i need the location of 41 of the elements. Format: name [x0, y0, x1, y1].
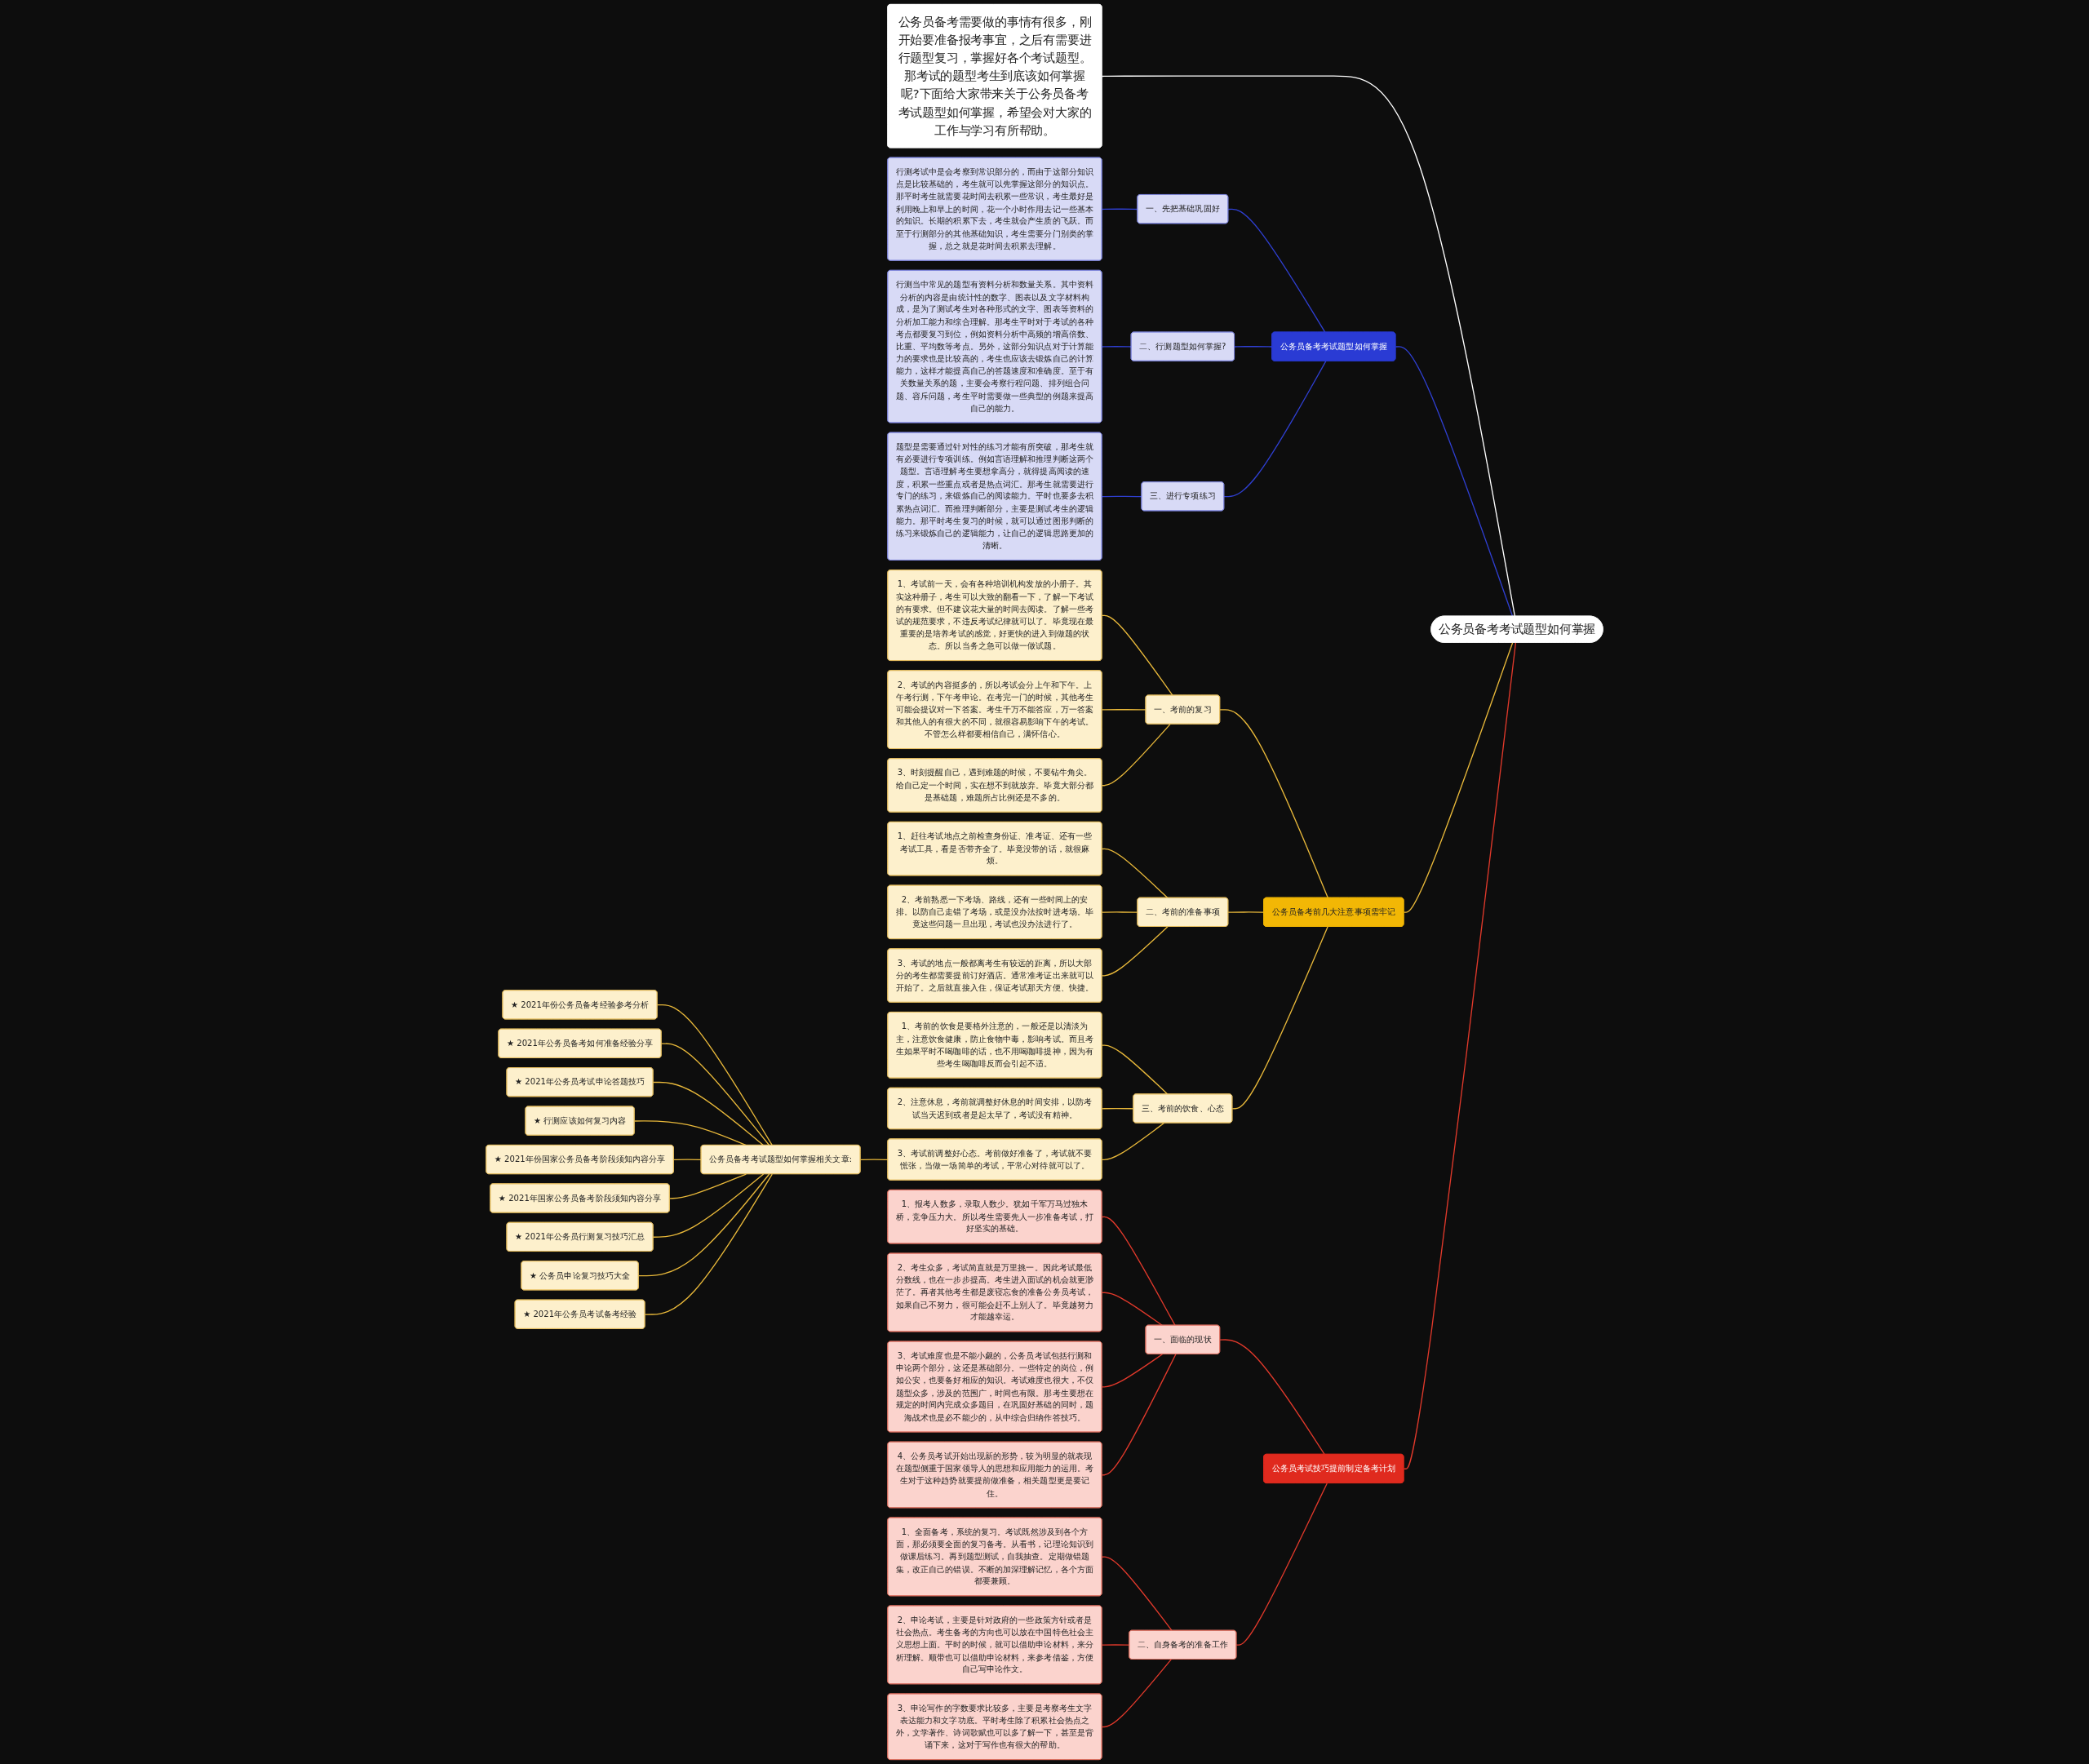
connector	[1101, 614, 1173, 696]
connector	[1101, 1354, 1177, 1476]
connector	[637, 1173, 770, 1277]
connector	[644, 1173, 773, 1315]
connector	[652, 1081, 765, 1146]
connector	[1101, 75, 1516, 618]
connector	[1227, 911, 1265, 913]
connector	[1101, 723, 1171, 787]
connector	[1234, 346, 1273, 348]
connector	[1223, 360, 1327, 498]
connector	[1101, 1107, 1134, 1110]
connector	[1235, 1483, 1328, 1646]
connector	[1101, 1354, 1164, 1388]
connector	[859, 1159, 889, 1161]
connector	[1403, 642, 1514, 913]
connector	[1101, 709, 1147, 711]
connector	[673, 1159, 703, 1161]
connector	[1231, 926, 1328, 1110]
connector	[1101, 1044, 1169, 1095]
connector	[1101, 1556, 1173, 1632]
connector	[1101, 346, 1133, 348]
connector	[1101, 208, 1138, 211]
connector	[633, 1120, 747, 1146]
connector	[652, 1173, 765, 1238]
connector	[1101, 1659, 1172, 1728]
connector	[1101, 1644, 1130, 1646]
connector	[660, 1043, 770, 1146]
connector	[669, 1173, 747, 1199]
connector	[1403, 642, 1517, 1469]
connector	[1101, 1122, 1165, 1161]
connector	[1101, 495, 1142, 498]
connector	[656, 1004, 773, 1146]
connector	[1101, 911, 1138, 913]
connector	[1101, 848, 1169, 899]
connector	[1101, 1292, 1164, 1327]
connector	[1395, 346, 1514, 618]
connector	[1219, 1339, 1325, 1456]
connector	[1101, 1216, 1176, 1327]
connector	[1219, 709, 1329, 899]
connector	[1101, 926, 1169, 977]
connector	[1227, 208, 1326, 333]
